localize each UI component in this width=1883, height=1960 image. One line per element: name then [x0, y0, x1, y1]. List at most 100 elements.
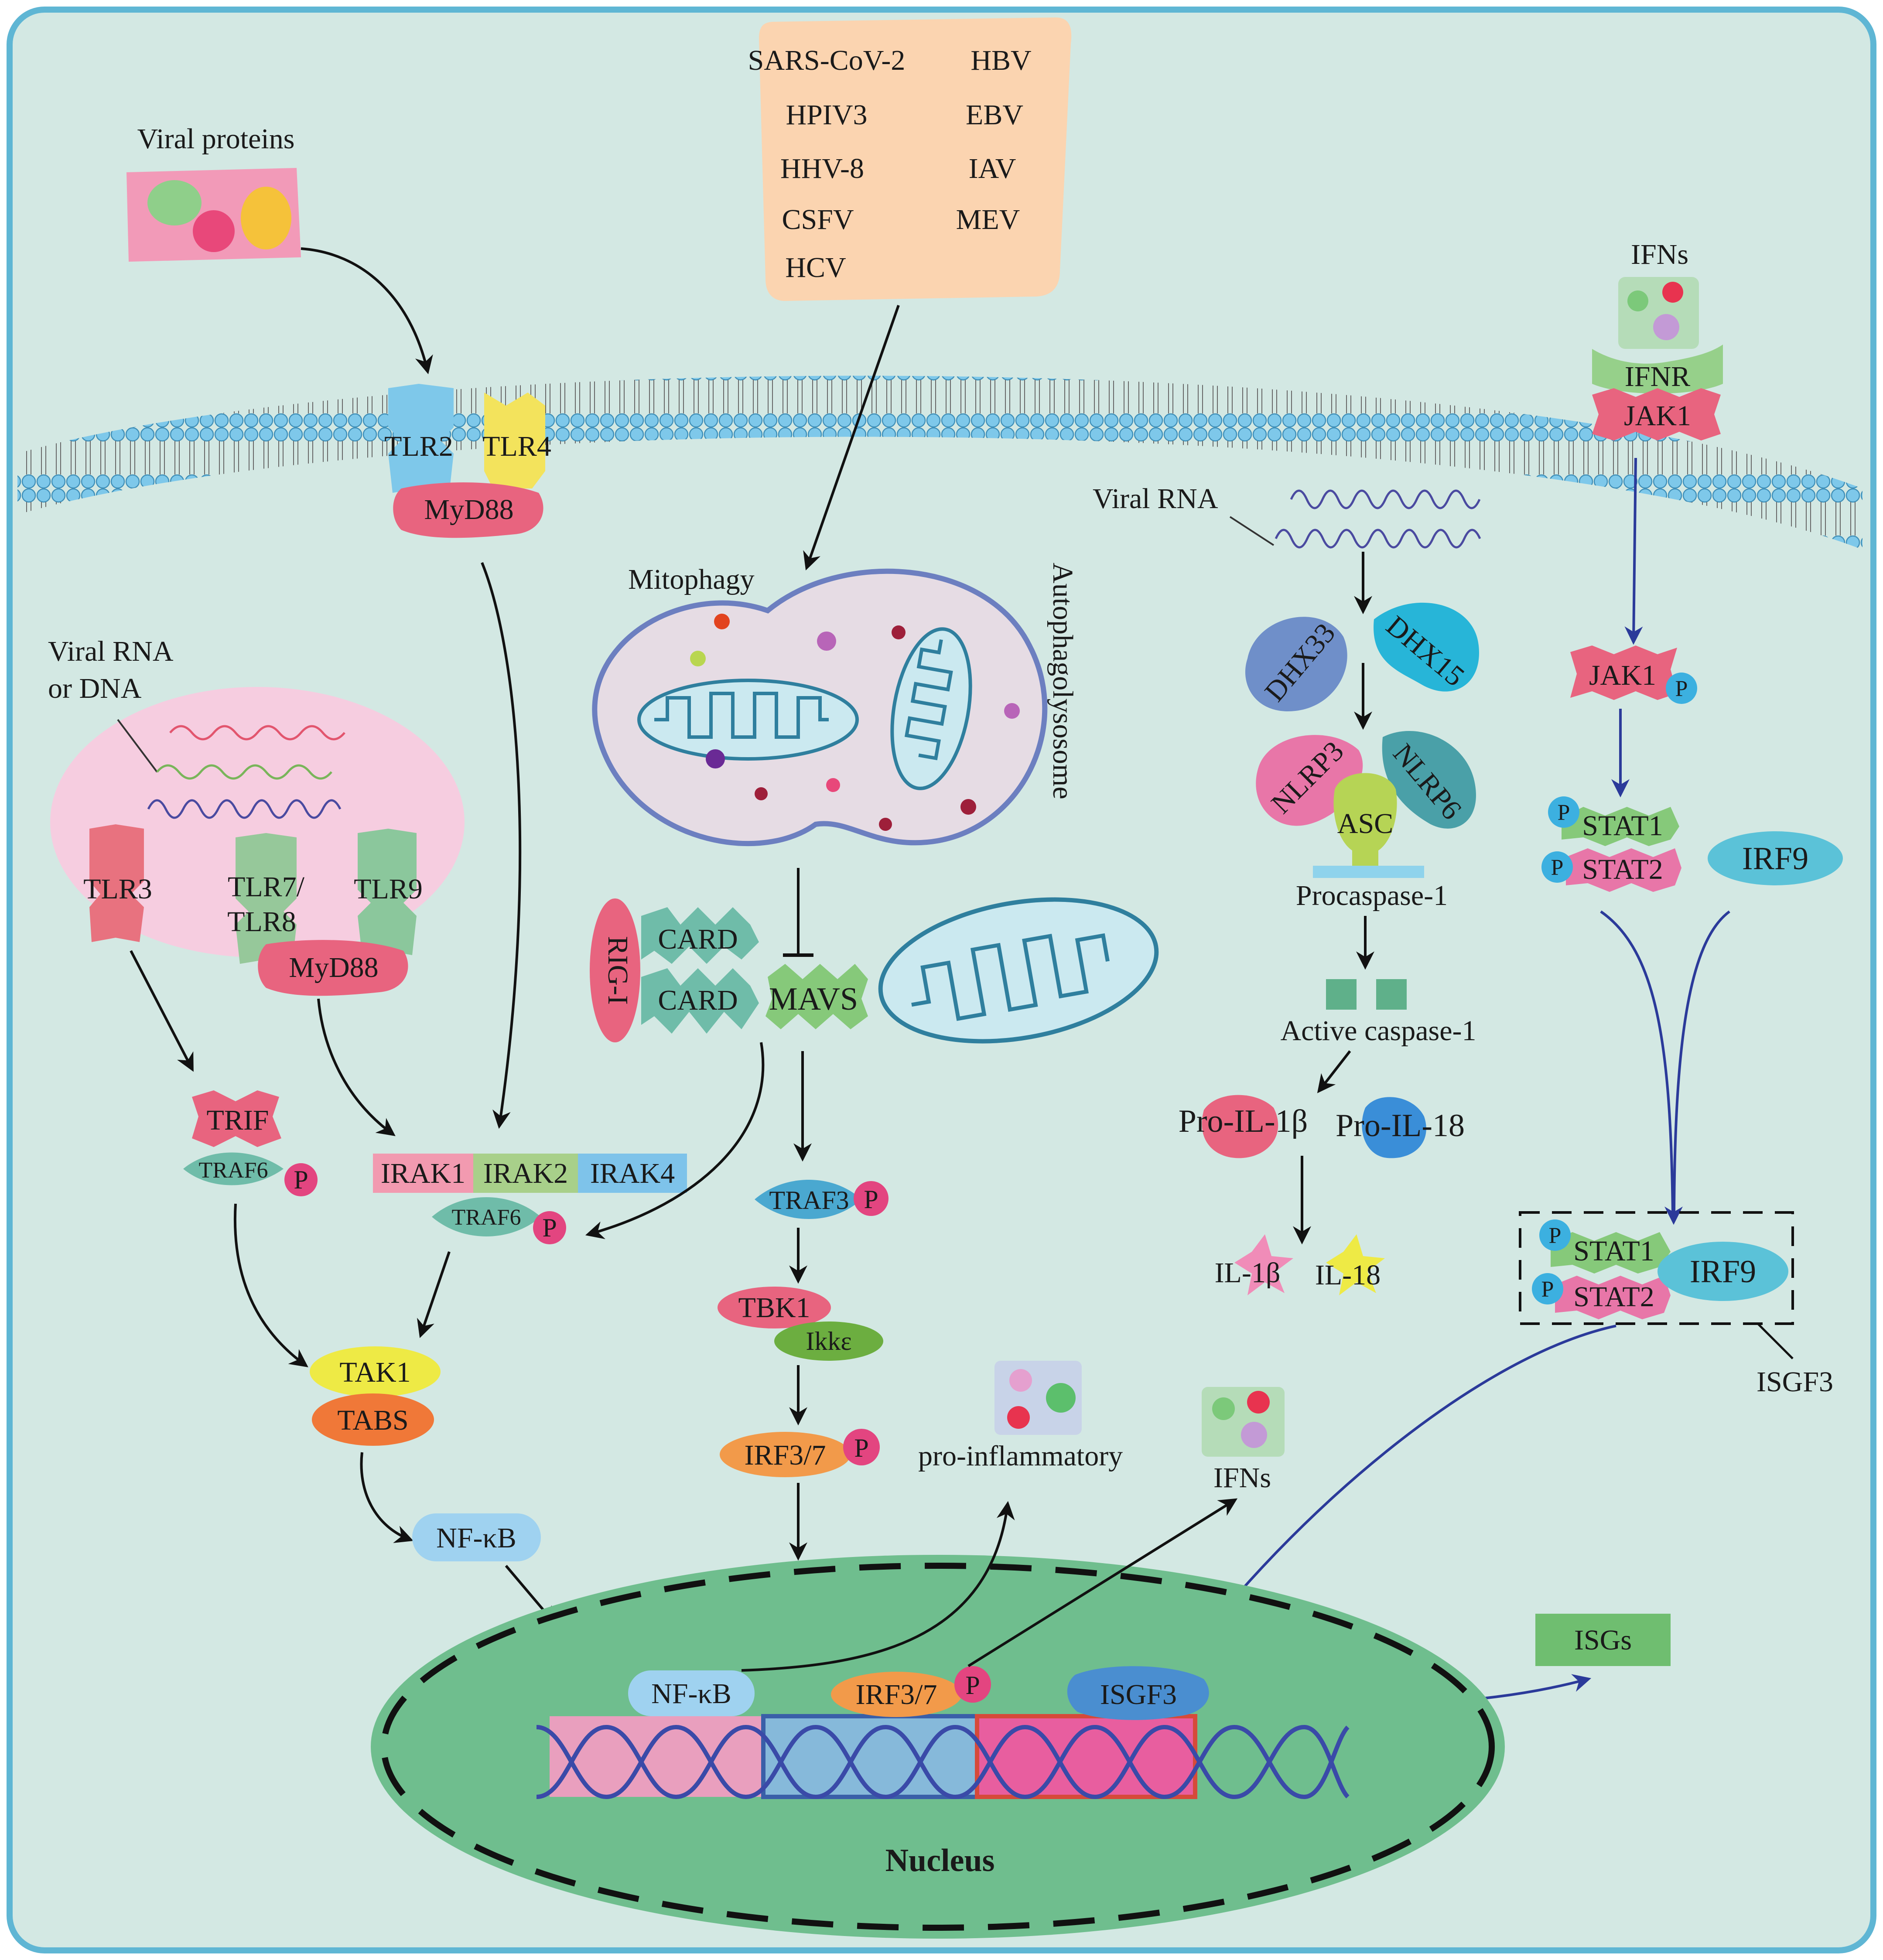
- tlr2-receptor: [388, 384, 454, 493]
- card2-label: CARD: [658, 984, 738, 1016]
- cytokine-dot: [1009, 1369, 1032, 1392]
- viral-rna-pointer-right: [1229, 516, 1275, 546]
- mavs-shape: [766, 964, 868, 1029]
- arrow-myd88-to-irak-bottom: [317, 998, 396, 1136]
- isgf3-pointer: [1757, 1323, 1794, 1359]
- il1b-star: [1234, 1234, 1293, 1295]
- trif-label: TRIF: [206, 1104, 269, 1136]
- virus-name: HPIV3: [786, 99, 867, 131]
- irak4-box: [578, 1154, 687, 1193]
- plasma-membrane: [17, 376, 1862, 550]
- myd88-bottom-label: MyD88: [289, 952, 378, 983]
- phospho-label: P: [864, 1185, 878, 1214]
- phospho-label: P: [542, 1213, 557, 1242]
- viral-rna-pointer: [117, 719, 158, 773]
- stat1-a-shape: [1562, 807, 1679, 846]
- phospho-badge: [533, 1211, 566, 1244]
- myd88-top-shape: [393, 482, 543, 538]
- pro-il1b-label: Pro-IL-1β: [1179, 1103, 1308, 1139]
- nuclear-envelope: [381, 1563, 1495, 1931]
- irak4-label: IRAK4: [590, 1158, 675, 1189]
- ikke-shape: [774, 1321, 883, 1361]
- arrow-irf37-to-ifns: [967, 1498, 1238, 1667]
- tlr3-receptor: [89, 824, 144, 942]
- stat2-b-label: STAT2: [1573, 1281, 1654, 1313]
- lysosome-particle: [1004, 703, 1020, 719]
- traf6-mid-label: TRAF6: [452, 1205, 521, 1230]
- dna-strand-1: [536, 1724, 1350, 1800]
- autophagolysosome-label: Autophagolysosome: [1047, 563, 1079, 799]
- rig-i-shape: [590, 898, 640, 1042]
- stat2-b-shape: [1555, 1276, 1671, 1319]
- active-caspase-square: [1376, 979, 1407, 1010]
- phospho-badge: [954, 1666, 991, 1703]
- traf6-mid-shape: [432, 1197, 541, 1236]
- lysosome-particle: [892, 625, 906, 639]
- isgs-label: ISGs: [1574, 1624, 1632, 1656]
- traf6-left-shape: [183, 1152, 284, 1185]
- converge-line-left: [1600, 910, 1674, 1213]
- irf37-nuc-label: IRF3/7: [855, 1679, 937, 1711]
- irf37-cyto-label: IRF3/7: [744, 1439, 826, 1471]
- virus-name: HBV: [971, 44, 1031, 76]
- jak1-p-shape: [1570, 645, 1677, 700]
- mavs-label: MAVS: [769, 981, 858, 1017]
- lysosome-particle: [755, 787, 768, 800]
- lysosome-particle: [714, 614, 730, 629]
- myd88-top-label: MyD88: [424, 494, 513, 526]
- irf37-nuc-shape: [831, 1672, 962, 1717]
- phospho-label: P: [965, 1671, 980, 1700]
- phospho-label: P: [294, 1165, 308, 1194]
- ifnr-shape: [1592, 345, 1723, 394]
- phospho-badge: [1539, 1219, 1571, 1251]
- ifn-dot: [1212, 1397, 1235, 1420]
- asc-shape: [1333, 773, 1397, 866]
- tlr78-label-1: TLR7/: [228, 871, 305, 903]
- cytokine-dot: [1046, 1383, 1076, 1413]
- phospho-label: P: [1541, 1277, 1554, 1302]
- traf3-label: TRAF3: [769, 1186, 849, 1215]
- virus-name: IAV: [969, 153, 1016, 184]
- nfkb-cyto-shape: [412, 1513, 541, 1561]
- mitochondrion-inside-1: [637, 679, 859, 761]
- converge-line-right: [1673, 910, 1730, 1213]
- viral-proteins-label: Viral proteins: [137, 123, 295, 155]
- dna-strand-2: [536, 1724, 1350, 1800]
- phospho-badge: [1548, 796, 1579, 828]
- procaspase-label: Procaspase-1: [1296, 880, 1448, 912]
- tlr2-label: TLR2: [384, 430, 453, 462]
- il18-star: [1326, 1234, 1385, 1295]
- pro-il18-shape: [1362, 1097, 1426, 1158]
- irf9-a-label: IRF9: [1742, 841, 1808, 877]
- tlr9-label: TLR9: [354, 873, 423, 905]
- nlrp6-shape: [1382, 731, 1476, 829]
- ifn-dot: [1241, 1422, 1267, 1448]
- tak1-shape: [310, 1346, 441, 1397]
- tlr4-label: TLR4: [482, 430, 551, 462]
- arrow-caspase-to-pro-il: [1317, 1050, 1351, 1093]
- phospho-label: P: [1558, 800, 1570, 825]
- phospho-label: P: [1675, 676, 1688, 701]
- isgf3-nuc-shape: [1067, 1666, 1209, 1720]
- irf9-a-shape: [1708, 831, 1843, 885]
- jak1-p-label: JAK1: [1589, 659, 1656, 691]
- virus-name: HCV: [785, 252, 846, 283]
- card-domain-2: [641, 968, 759, 1034]
- traf3-shape: [755, 1180, 861, 1219]
- mitochondrion: [878, 897, 1159, 1044]
- virus-name: MEV: [956, 204, 1020, 236]
- virus-list-box: [759, 17, 1072, 301]
- jak1-mem-shape: [1592, 388, 1721, 440]
- tlr9-receptor: [358, 829, 417, 955]
- tak1-label: TAK1: [339, 1356, 410, 1388]
- pro-il1b-shape: [1202, 1095, 1278, 1158]
- phospho-badge: [1541, 851, 1573, 883]
- pro-inflammatory-label: pro-inflammatory: [918, 1440, 1123, 1472]
- phospho-label: P: [854, 1434, 868, 1462]
- myd88-bottom-shape: [258, 940, 408, 996]
- arrow-traf6-to-tak1-mid: [417, 1251, 451, 1338]
- pro-il18-label: Pro-IL-18: [1336, 1108, 1465, 1144]
- irak2-box: [473, 1154, 578, 1193]
- phospho-label: P: [1549, 1223, 1562, 1248]
- lysosome-particle: [960, 799, 976, 815]
